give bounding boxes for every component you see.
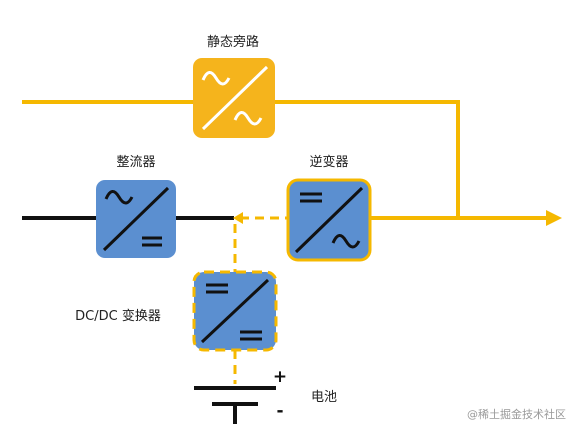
static-bypass-label: 静态旁路 [207,34,259,50]
battery-minus-sign: - [276,401,283,421]
battery-plus-sign: + [273,367,287,387]
dc-link-arrow [233,212,243,224]
inverter-block [286,178,372,262]
rectifier-block [96,180,176,258]
output-arrow [546,210,562,226]
battery-label: 电池 [311,390,337,405]
static-bypass-block [193,58,275,138]
rectifier-label: 整流器 [116,155,155,170]
dcdc-converter-label: DC/DC 变换器 [75,308,161,324]
watermark: @稀土掘金技术社区 [467,407,566,421]
dcdc-converter-block [192,270,278,352]
battery-symbol [194,386,276,424]
inverter-label: 逆变器 [309,154,348,170]
